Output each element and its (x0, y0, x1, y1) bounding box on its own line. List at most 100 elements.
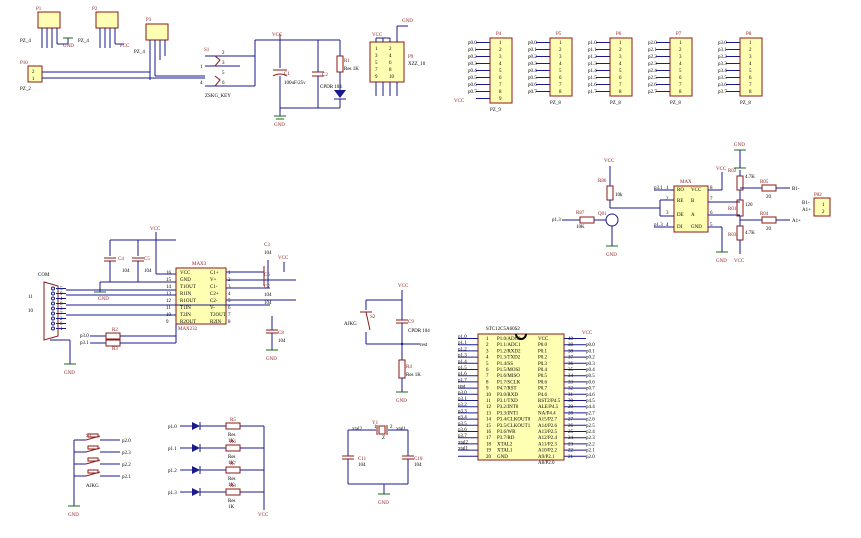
rs485-raout-value: 20 (766, 227, 772, 232)
mcu-left-net: p3.2 (458, 403, 467, 408)
port-header-p7: P7PZ_81p2.02p2.13p2.24p2.35p2.46p2.57p2.… (648, 32, 693, 106)
mcu-left-pin-name: P1.6/MISO (497, 374, 520, 379)
port-header-pin: 8 (749, 90, 752, 95)
rs232-right-pin-num: 6 (228, 306, 231, 311)
mcu-right-net: p0.4 (586, 368, 595, 373)
port-header-net: p0.0 (468, 41, 477, 46)
port-header-pin: 2 (749, 48, 752, 53)
power-r1-ref: R1 (344, 59, 350, 64)
db9-pin-num: 3 (60, 307, 63, 312)
connector-p3: P3 PZ_4 (134, 18, 169, 80)
port-header-pin: 6 (559, 76, 562, 81)
svg-text:2: 2 (222, 51, 225, 56)
mcu-left-pin-num: 2 (486, 343, 489, 348)
connector-p10: P10 PZ_2 2 1 (20, 61, 205, 92)
mcu-right-net: p0.6 (586, 380, 595, 385)
port-header-pin: 3 (499, 55, 502, 60)
reset-c-value: CPDR 104 (408, 329, 430, 334)
keys-gnd: GND (68, 513, 79, 518)
mcu-left-pin-name: XTAL2 (497, 442, 513, 447)
crystal-gnd: GND (378, 501, 389, 506)
rs485-net-di: p1.3 (654, 223, 663, 228)
rs232-right-pin-num: 8 (228, 320, 231, 325)
port-header-ref: P5 (556, 32, 562, 37)
rs232-left-pin-name: R1OUT (180, 299, 196, 304)
mcu-left-pin-name: P1.5/MOSI (497, 368, 520, 373)
rs485-right-pin-name: VCC (691, 188, 702, 193)
led-resistor-ref: R8 (230, 484, 236, 489)
rs485-r86-ref: R86 (598, 179, 607, 184)
rs232-left-pin-name: T1OUT (180, 285, 196, 290)
port-header-net: p3.6 (718, 83, 727, 88)
rs485-left-pin-name: RE (677, 199, 683, 204)
mcu-left-net: p1.6 (458, 372, 467, 377)
port-header-net: p0.6 (468, 83, 477, 88)
key-net: p2.2 (122, 463, 131, 468)
mcu-right-net: p2.1 (586, 449, 595, 454)
svg-text:4: 4 (200, 81, 203, 86)
led-resistor-value: 1K (228, 483, 235, 488)
mcu-left-net: p3.1 (458, 397, 467, 402)
connector-p2: P2 PZ_4 VCC (78, 7, 130, 49)
port-header-pin: 8 (559, 90, 562, 95)
rs485-r87-ref: R87 (576, 211, 585, 216)
port-header-pin: 8 (619, 90, 622, 95)
port-header-pin: 3 (679, 55, 682, 60)
rs485-vcc-chip: VCC (716, 167, 727, 172)
rs485-right-pin-num: 8 (710, 186, 713, 191)
mcu-right-net: p2.5 (586, 424, 595, 429)
rs232-right-pin-num: 7 (228, 313, 231, 318)
mcu-left-net: xtal1 (458, 447, 468, 452)
port-header-ref: P8 (746, 32, 752, 37)
port-header-p4: P4PZ_91p0.02p0.13p0.24p0.35p0.46p0.57p0.… (454, 32, 513, 113)
mcu-left-net: p1.3 (458, 354, 467, 359)
crystal-value: Z (382, 436, 385, 441)
port-header-net: p1.4 (588, 69, 597, 74)
mcu-left-pin-name: P1.1/ADC1 (497, 343, 521, 348)
key-button-icon (87, 457, 99, 462)
leds-vcc: VCC (258, 513, 269, 518)
crystal-c10-ref: C10 (414, 457, 423, 462)
port-header-pin: 7 (499, 83, 502, 88)
mcu-right-net: p2.2 (586, 442, 595, 447)
rs232-c5-ref: C5 (144, 257, 150, 262)
connector-p10-body (27, 65, 43, 83)
port-header-net: p1.5 (588, 76, 597, 81)
port-header-body (739, 37, 763, 97)
port-header-net: p0.3 (468, 62, 477, 67)
mcu-right-net: p0.0 (586, 343, 595, 348)
port-header-net: p0.7 (528, 90, 537, 95)
rs485-out-b: B1- (792, 187, 800, 192)
port-header-net: p3.7 (718, 90, 727, 95)
mcu-right-net: p0.1 (586, 349, 595, 354)
mcu-left-pin-num: 16 (486, 430, 492, 435)
port-header-ref: P4 (496, 32, 502, 37)
port-header-name: PZ_8 (550, 101, 561, 106)
rs485-q-ref: Q01 (598, 212, 607, 217)
mcu-left-net: p1.5 (458, 366, 467, 371)
connector-p9-gnd: GND (402, 19, 413, 24)
rs232-left-pin-name: GND (180, 278, 191, 283)
connector-p10-pin2: 2 (32, 70, 35, 75)
key-button-icon (87, 445, 99, 450)
port-header-pin: 1 (619, 41, 622, 46)
crystal-c10-value: 104 (414, 463, 422, 468)
connector-p9-name: XZZ_10 (408, 62, 426, 67)
port-header-net: p2.2 (648, 55, 657, 60)
mcu-right-pin-name: NA/P4.4 (538, 411, 556, 416)
rs232-net-b: p3.1 (80, 341, 89, 346)
rs232-gnd-right: GND (266, 357, 277, 362)
port-header-pin: 6 (499, 76, 502, 81)
rs232-c4-value: 104 (122, 269, 130, 274)
rs485-out-a: A1+ (792, 219, 801, 224)
rs485-gnd-chip: GND (716, 259, 727, 264)
rs485-ra-ref: R03 (728, 233, 737, 238)
connector-p3-name: PZ_4 (134, 50, 145, 55)
port-header-net: p3.5 (718, 76, 727, 81)
power-c2-ref: C2 (322, 73, 328, 78)
rs485-left-pin-num: 4 (666, 223, 669, 228)
power-vcc-label: VCC (272, 33, 283, 38)
